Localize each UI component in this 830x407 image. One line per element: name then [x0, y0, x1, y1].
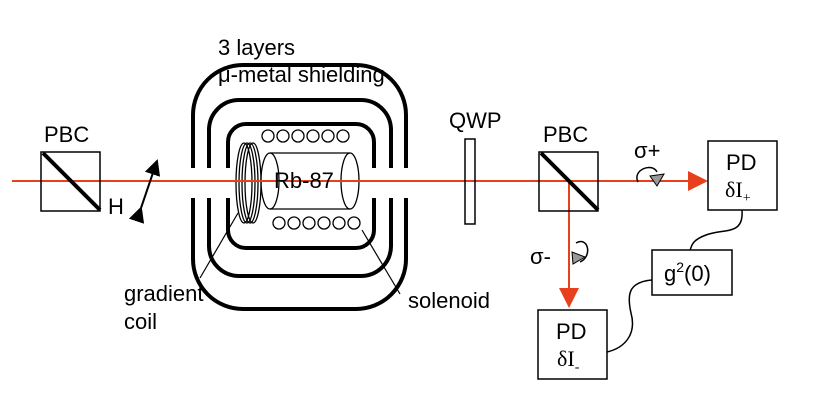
cable-pd-minus: [606, 279, 653, 353]
solenoid-label: solenoid: [408, 288, 490, 313]
pd-minus-signal: δI-: [557, 346, 580, 375]
gradient-label-line1: gradient: [124, 281, 204, 306]
pbc-right-splitter: [539, 151, 600, 212]
solenoid-coils-top: [261, 129, 350, 143]
solenoid-leader: [361, 229, 401, 295]
correlator-label: g2(0): [664, 259, 711, 286]
pbc-right-label: PBC: [543, 122, 588, 147]
sigma-plus-rotation-icon: [636, 166, 658, 183]
pd-minus-label: PD: [556, 319, 587, 344]
pd-plus-signal: δI+: [725, 177, 751, 206]
h-polarization-arrow: [128, 159, 161, 224]
sigma-plus-arrowhead: [649, 173, 665, 187]
qwp-plate: [464, 138, 476, 225]
solenoid-coils-bottom: [272, 216, 361, 230]
h-polarization-label: H: [108, 194, 124, 219]
pd-plus-label: PD: [726, 150, 757, 175]
sigma-minus-label: σ-: [530, 244, 551, 269]
correlator-box: [651, 249, 733, 296]
shield-label-line1: 3 layers: [218, 35, 295, 60]
pbc-left-splitter: [41, 151, 102, 212]
cable-pd-plus: [689, 209, 743, 251]
cell-label: Rb-87: [274, 168, 334, 193]
shield-label-line2: μ-metal shielding: [218, 62, 385, 87]
qwp-label: QWP: [449, 108, 502, 133]
gradient-label-line2: coil: [124, 309, 157, 334]
photodetector-minus-box: [537, 309, 608, 380]
pbc-left-box: [40, 151, 101, 212]
shield-gap-left: [186, 168, 236, 198]
gradient-coil-leader: [199, 212, 239, 279]
gradient-coil: [235, 142, 262, 224]
shield-gap-right: [366, 168, 412, 198]
sigma-minus-arrowhead: [571, 251, 587, 265]
pbc-left-label: PBC: [44, 122, 89, 147]
pbc-right-box: [538, 151, 599, 212]
sigma-minus-rotation-icon: [575, 240, 589, 263]
sigma-plus-label: σ+: [634, 138, 660, 163]
